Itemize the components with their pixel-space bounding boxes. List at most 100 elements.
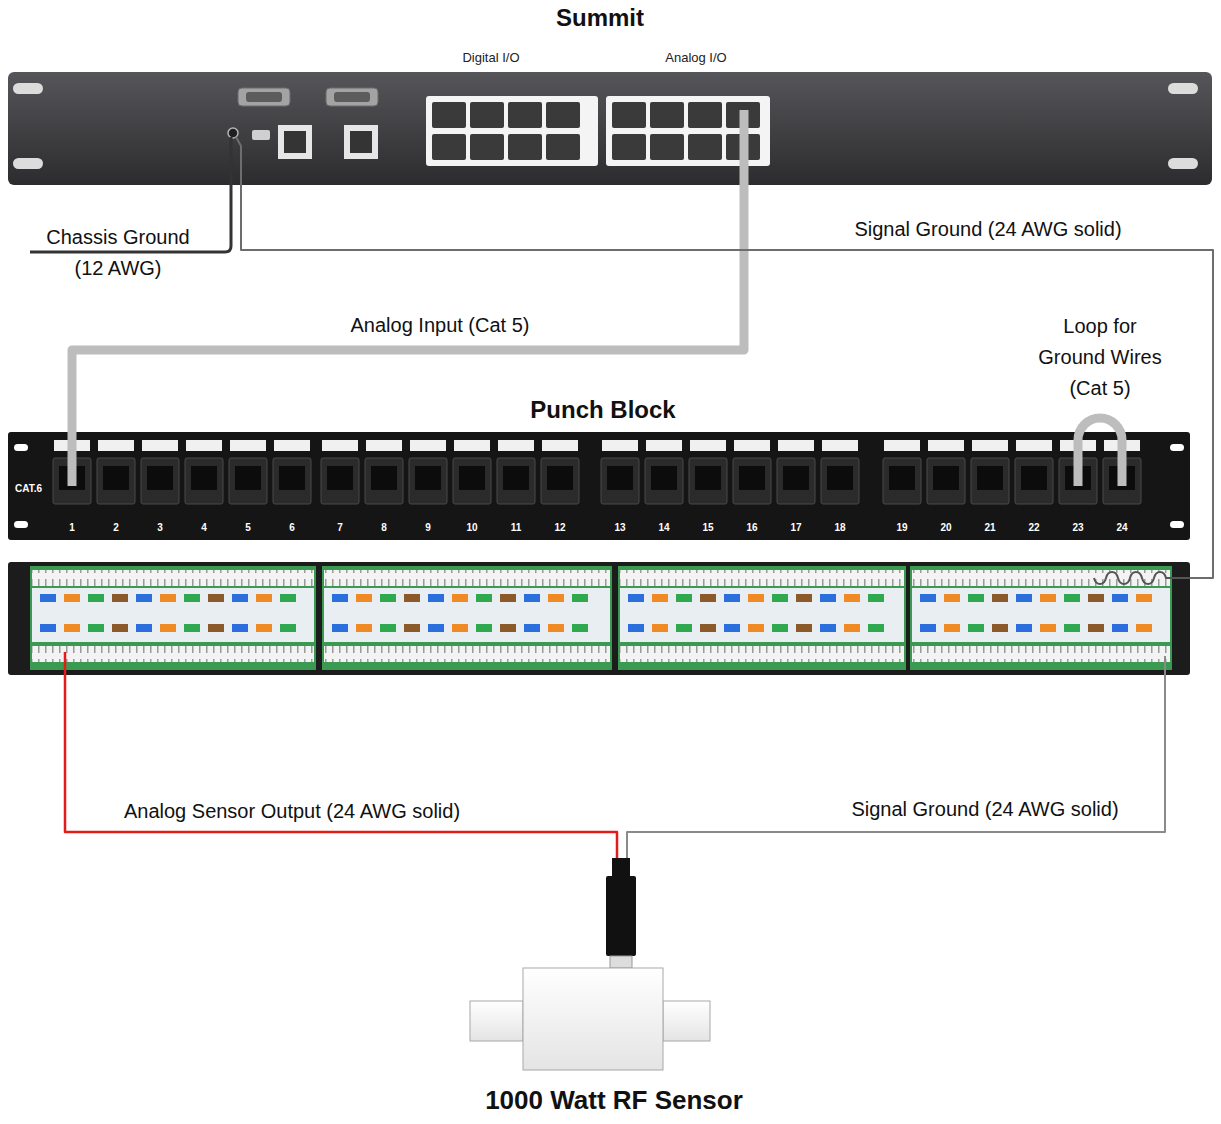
patch-port (689, 440, 727, 504)
punch-strip (452, 594, 468, 602)
punch-strip (628, 594, 644, 602)
rf-sensor: 1000 Watt RF Sensor (470, 858, 710, 1070)
punch-strip (40, 624, 56, 632)
patch-port (689, 458, 727, 504)
ground-wire (627, 675, 1165, 858)
summit-chassis (8, 72, 1212, 185)
patch-panel (1170, 444, 1184, 451)
punch-strip (772, 624, 788, 632)
summit-chassis (334, 92, 370, 102)
patch-port (410, 440, 446, 451)
punch-strip (208, 624, 224, 632)
patch-port (327, 466, 353, 490)
ground-wire (241, 185, 1213, 578)
punch-strip (868, 594, 884, 602)
patch-port (453, 458, 491, 504)
port-number: 5 (245, 521, 251, 534)
rf-sensor (470, 858, 710, 1070)
punch-strip (428, 624, 444, 632)
punch-strip (572, 594, 588, 602)
patch-port (602, 440, 638, 451)
patch-port (98, 440, 134, 451)
ground-wire (740, 110, 749, 185)
port-group-label: Analog I/O (665, 50, 726, 66)
patch-port (147, 466, 173, 490)
punch-strip (724, 624, 740, 632)
patch-port (651, 466, 677, 490)
patch-port (366, 440, 402, 451)
punch-strip (1040, 624, 1056, 632)
patch-port (235, 466, 261, 490)
patch-port (933, 466, 959, 490)
punch-strip (256, 624, 272, 632)
wire-label: Chassis Ground (12 AWG) (38, 222, 198, 284)
punch-strip (628, 624, 644, 632)
punch-strip (992, 594, 1008, 602)
summit-chassis (8, 72, 1212, 185)
device-title: 1000 Watt RF Sensor (485, 1084, 743, 1117)
patch-port (821, 440, 859, 504)
io-jack (688, 102, 722, 128)
punch-strip (112, 624, 128, 632)
ground-wire (1094, 572, 1190, 584)
io-jack (546, 102, 580, 128)
punch-strip (844, 624, 860, 632)
summit-chassis (344, 125, 378, 159)
patch-port (459, 466, 485, 490)
punch-strip (548, 594, 564, 602)
punch-strip (910, 566, 1172, 670)
patch-port (733, 440, 771, 504)
punch-strip (920, 594, 936, 602)
patch-port (971, 458, 1009, 504)
port-number: 23 (1072, 521, 1083, 534)
patch-port (97, 440, 135, 504)
patch-port (607, 466, 633, 490)
patch-port (409, 440, 447, 504)
port-number: 7 (337, 521, 343, 534)
patch-port (542, 440, 578, 451)
punch-strip (30, 566, 316, 670)
punch-block: Punch BlockCAT.6123456789101112131415161… (8, 432, 1190, 675)
punch-strip (1040, 594, 1056, 602)
port-number: 1 (69, 521, 75, 534)
io-jack (688, 134, 722, 160)
punch-strip (452, 624, 468, 632)
punch-strip (30, 566, 316, 670)
port-number: 3 (157, 521, 163, 534)
punch-strip (32, 570, 314, 586)
port-number: 22 (1028, 521, 1039, 534)
ground-wire (1164, 656, 1166, 675)
port-number: 4 (201, 521, 207, 534)
punch-strip (620, 588, 904, 642)
io-jack (432, 102, 760, 160)
punch-strip (40, 594, 56, 602)
punch-strip (772, 594, 788, 602)
patch-port (453, 440, 491, 504)
rf-sensor (523, 968, 663, 1070)
punch-strip (572, 624, 588, 632)
callout-label: Loop for Ground Wires (Cat 5) (1033, 311, 1168, 404)
patch-port (889, 466, 915, 490)
punch-strip (332, 624, 348, 632)
punch-strip (676, 594, 692, 602)
ground-wire (64, 652, 67, 675)
summit-chassis (228, 128, 238, 138)
patch-port (498, 440, 534, 451)
punch-strip (184, 594, 200, 602)
panel-brand: CAT.6 (15, 482, 42, 495)
patch-port (777, 440, 815, 504)
port-number: 15 (702, 521, 713, 534)
punch-strip (820, 594, 836, 602)
wire-label: Analog Sensor Output (24 AWG solid) (121, 799, 463, 824)
punch-strip (332, 594, 348, 602)
port-number: 24 (1116, 521, 1127, 534)
port-number: 8 (381, 521, 387, 534)
punch-strip (944, 594, 960, 602)
summit-chassis (13, 158, 43, 169)
patch-port (321, 440, 359, 504)
punch-strip (844, 594, 860, 602)
patch-port (777, 458, 815, 504)
patch-port (977, 466, 1003, 490)
